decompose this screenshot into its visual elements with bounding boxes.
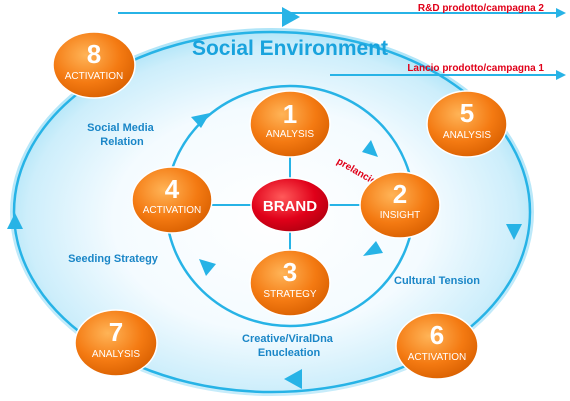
inner-node-label: ANALYSIS <box>266 129 314 140</box>
outer-node-6: 6 ACTIVATION <box>395 312 479 380</box>
outer-node-5: 5 ANALYSIS <box>426 90 508 158</box>
outer-node-7: 7 ANALYSIS <box>74 309 158 377</box>
inner-node-number: 1 <box>283 99 297 129</box>
inner-node-label: ACTIVATION <box>143 205 202 216</box>
timeline-arrow-mid <box>330 70 566 80</box>
outer-node-number: 7 <box>109 317 123 347</box>
inner-node-number: 2 <box>393 179 407 209</box>
outer-node-number: 6 <box>430 320 444 350</box>
outer-node-label: ACTIVATION <box>65 71 124 82</box>
outer-node-label: ANALYSIS <box>92 349 140 360</box>
outer-arrowhead-left <box>7 213 23 229</box>
outer-cycle-ring <box>12 30 532 394</box>
outer-arrowhead-bottom <box>284 369 302 389</box>
outer-node-8: 8 ACTIVATION <box>52 31 136 99</box>
inner-node-number: 3 <box>283 257 297 287</box>
brand-node: BRAND <box>250 177 330 233</box>
seeding-strategy-label: Seeding Strategy <box>68 253 159 265</box>
inner-node-1: 1 ANALYSIS <box>249 90 331 158</box>
cultural-tension-label: Cultural Tension <box>394 275 480 287</box>
outer-arrowhead-top <box>282 7 300 27</box>
inner-node-3: 3 STRATEGY <box>249 249 331 317</box>
inner-node-label: STRATEGY <box>263 289 316 300</box>
inner-node-label: INSIGHT <box>380 210 421 221</box>
inner-node-number: 4 <box>165 174 180 204</box>
inner-node-2: 2 INSIGHT <box>359 171 441 239</box>
brand-label: BRAND <box>263 198 317 215</box>
creative-enucleation-label: Creative/ViralDna Enucleation <box>242 333 336 359</box>
social-media-label: Social Media Relation <box>87 122 157 148</box>
timeline-arrow-top <box>118 8 566 18</box>
outer-arrowhead-right <box>506 224 522 240</box>
inner-arrowhead-nw <box>191 113 210 128</box>
outer-node-label: ANALYSIS <box>443 130 491 141</box>
inner-arrowhead-se <box>363 241 383 256</box>
diagram-title: Social Environment <box>192 37 388 60</box>
inner-arrowhead-sw <box>199 259 216 276</box>
outer-node-label: ACTIVATION <box>408 352 467 363</box>
inner-arrowhead-ne <box>362 140 378 157</box>
outer-node-number: 8 <box>87 39 101 69</box>
arrow-mid-label: Lancio prodotto/campagna 1 <box>407 63 544 74</box>
arrow-top-label: R&D prodotto/campagna 2 <box>418 3 545 14</box>
inner-node-4: 4 ACTIVATION <box>131 166 213 234</box>
outer-node-number: 5 <box>460 98 474 128</box>
